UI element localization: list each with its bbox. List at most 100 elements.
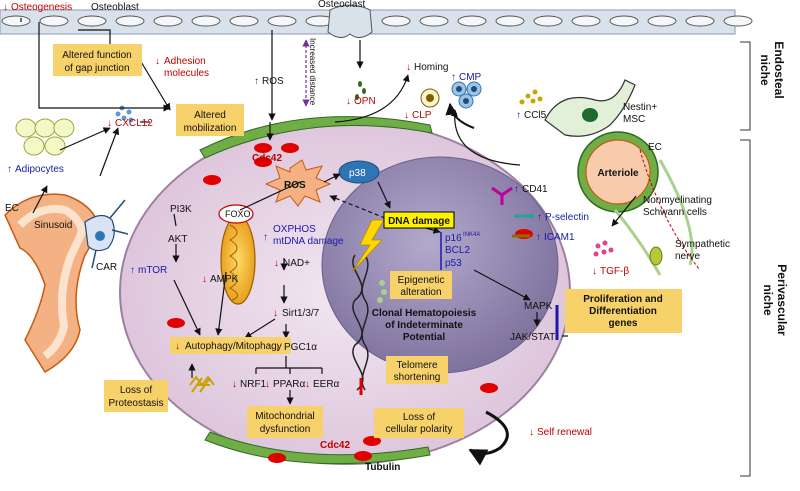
svg-text:Proteostasis: Proteostasis <box>108 398 163 409</box>
cxcl12-down-arrow: ↓ <box>107 118 112 129</box>
bone-lining-cell <box>191 15 221 27</box>
adipocytes-cluster <box>15 118 75 156</box>
osteogenesis-down-arrow: ↓ <box>3 2 8 13</box>
opn-down-arrow: ↓ <box>346 96 351 107</box>
tgf-dots <box>593 240 614 257</box>
svg-text:Loss of: Loss of <box>120 385 152 396</box>
bone-lining-cell <box>77 15 107 27</box>
ec-right-label: EC <box>648 142 662 153</box>
bone-lining-cell <box>533 15 563 27</box>
schwann-label-1: Nonmyelinating <box>643 195 712 206</box>
svg-text:Proliferation and: Proliferation and <box>583 294 662 305</box>
svg-text:of Indeterminate: of Indeterminate <box>385 320 463 331</box>
ccl5-dots <box>519 89 543 105</box>
pi3k-label: PI3K <box>170 204 192 215</box>
msc-nucleus <box>582 108 598 122</box>
oxphos-label: OXPHOS <box>273 224 316 235</box>
mito-dysfunction-box: Mitochondrial dysfunction <box>247 406 323 438</box>
niche-brackets <box>740 41 751 477</box>
altered-mobilization-box: Altered mobilization <box>176 104 244 136</box>
svg-text:of gap junction: of gap junction <box>64 63 129 74</box>
tgf-arrow <box>611 195 637 227</box>
ros-up-arrow: ↑ <box>254 76 259 87</box>
osteogenesis-label: Osteogenesis <box>11 2 72 13</box>
bone-lining-cell <box>495 15 525 27</box>
cellular-polarity-box: Loss of cellular polarity <box>374 408 464 438</box>
osteoblast-label: Osteoblast <box>91 2 139 13</box>
foxo-node <box>218 204 254 224</box>
eerr-down-arrow: ↓ <box>305 379 310 390</box>
ccl5-label: CCl5 <box>524 110 547 121</box>
cd41-receptor <box>491 186 513 205</box>
tubulin-label: Tubulin <box>365 462 400 473</box>
ampk-label: AMPK <box>210 274 239 285</box>
proteostasis-box: Loss of Proteostasis <box>104 380 168 412</box>
homing-label: Homing <box>414 62 448 73</box>
cxcl12-label: CXCL12 <box>115 118 153 129</box>
chip-label: Clonal Hematopoiesis of Indeterminate Po… <box>372 308 477 343</box>
mitochondrion <box>220 215 256 305</box>
sinusoid-label: Sinusoid <box>34 220 72 231</box>
sirt-down-arrow: ↓ <box>273 308 278 319</box>
mtor-up-arrow: ↑ <box>130 265 135 276</box>
mapk-label: MAPK <box>524 301 553 312</box>
endosteal-niche-label-2: niche <box>758 54 772 86</box>
cmp-up-arrow: ↑ <box>451 72 456 83</box>
nad-down-arrow: ↓ <box>274 258 279 269</box>
svg-text:Clonal Hematopoiesis: Clonal Hematopoiesis <box>372 308 477 319</box>
car-label: CAR <box>96 262 117 273</box>
p16-superscript: INK4A <box>463 232 480 238</box>
increased-distance-label: Increased distance <box>308 38 317 106</box>
pselectin-label: P-selectin <box>545 212 589 223</box>
adipocytes-up-arrow: ↑ <box>7 164 12 175</box>
svg-text:Telomere: Telomere <box>396 360 438 371</box>
opn-dots <box>355 81 366 100</box>
ccl5-up-arrow: ↑ <box>516 110 521 121</box>
epigenetic-alteration-box: Epigenetic alteration <box>390 271 452 299</box>
nrf1-label: NRF1 <box>240 379 267 390</box>
cd41-up-arrow: ↑ <box>514 184 519 195</box>
dna-damage-box: DNA damage <box>383 211 455 229</box>
sinusoid-lumen <box>17 205 87 360</box>
pselectin-up-arrow: ↑ <box>537 212 542 223</box>
bone-lining-cell <box>609 15 639 27</box>
bone-lining-cells <box>0 9 753 35</box>
mtor-label: mTOR <box>138 265 167 276</box>
homing-down-arrow: ↓ <box>406 62 411 73</box>
bone-lining-cell <box>685 15 715 27</box>
svg-text:Differentiation: Differentiation <box>589 306 657 317</box>
endosteal-niche-label-1: Endosteal <box>772 41 786 98</box>
cmp-label: CMP <box>459 72 482 83</box>
schwann-label-2: Schwann cells <box>643 207 707 218</box>
svg-text:Loss of: Loss of <box>403 412 435 423</box>
svg-text:Potential: Potential <box>403 332 445 343</box>
differentiation-arrow <box>445 102 475 129</box>
perivascular-niche-label-1: Perivascular <box>775 264 789 336</box>
cdc42-bottom-label: Cdc42 <box>320 440 350 451</box>
sirt-label: Sirt1/3/7 <box>282 308 320 319</box>
cd41-label: CD41 <box>522 184 548 195</box>
cdc42-top-label: Cdc42 <box>252 153 282 164</box>
ros-top-label: ROS <box>262 76 284 87</box>
pselectin-tip <box>529 213 535 219</box>
ampk-down-arrow: ↓ <box>202 274 207 285</box>
opn-label: OPN <box>354 96 376 107</box>
car-processes <box>91 199 129 269</box>
sympathetic-label-2: nerve <box>675 251 700 262</box>
lightning-icon <box>351 219 385 273</box>
bone-lining-cell <box>457 15 487 27</box>
sympathetic-label-1: Sympathetic <box>675 239 730 250</box>
cmp-cells <box>451 81 482 109</box>
ec-left-label: EC <box>5 203 19 214</box>
jakstat-label: JAK/STAT <box>510 332 555 343</box>
mtdna-label: mtDNA damage <box>273 236 344 247</box>
svg-text:Altered: Altered <box>194 110 226 121</box>
svg-text:Autophagy/Mitophagy: Autophagy/Mitophagy <box>185 341 282 352</box>
osteoclast-label: Osteoclast <box>318 0 365 10</box>
homing-arrow <box>334 74 410 123</box>
self-renewal-arrow <box>468 410 509 466</box>
bone-lining-cell <box>1 15 31 27</box>
svg-text:alteration: alteration <box>400 287 441 298</box>
bcl2-label: BCL2 <box>445 245 470 256</box>
